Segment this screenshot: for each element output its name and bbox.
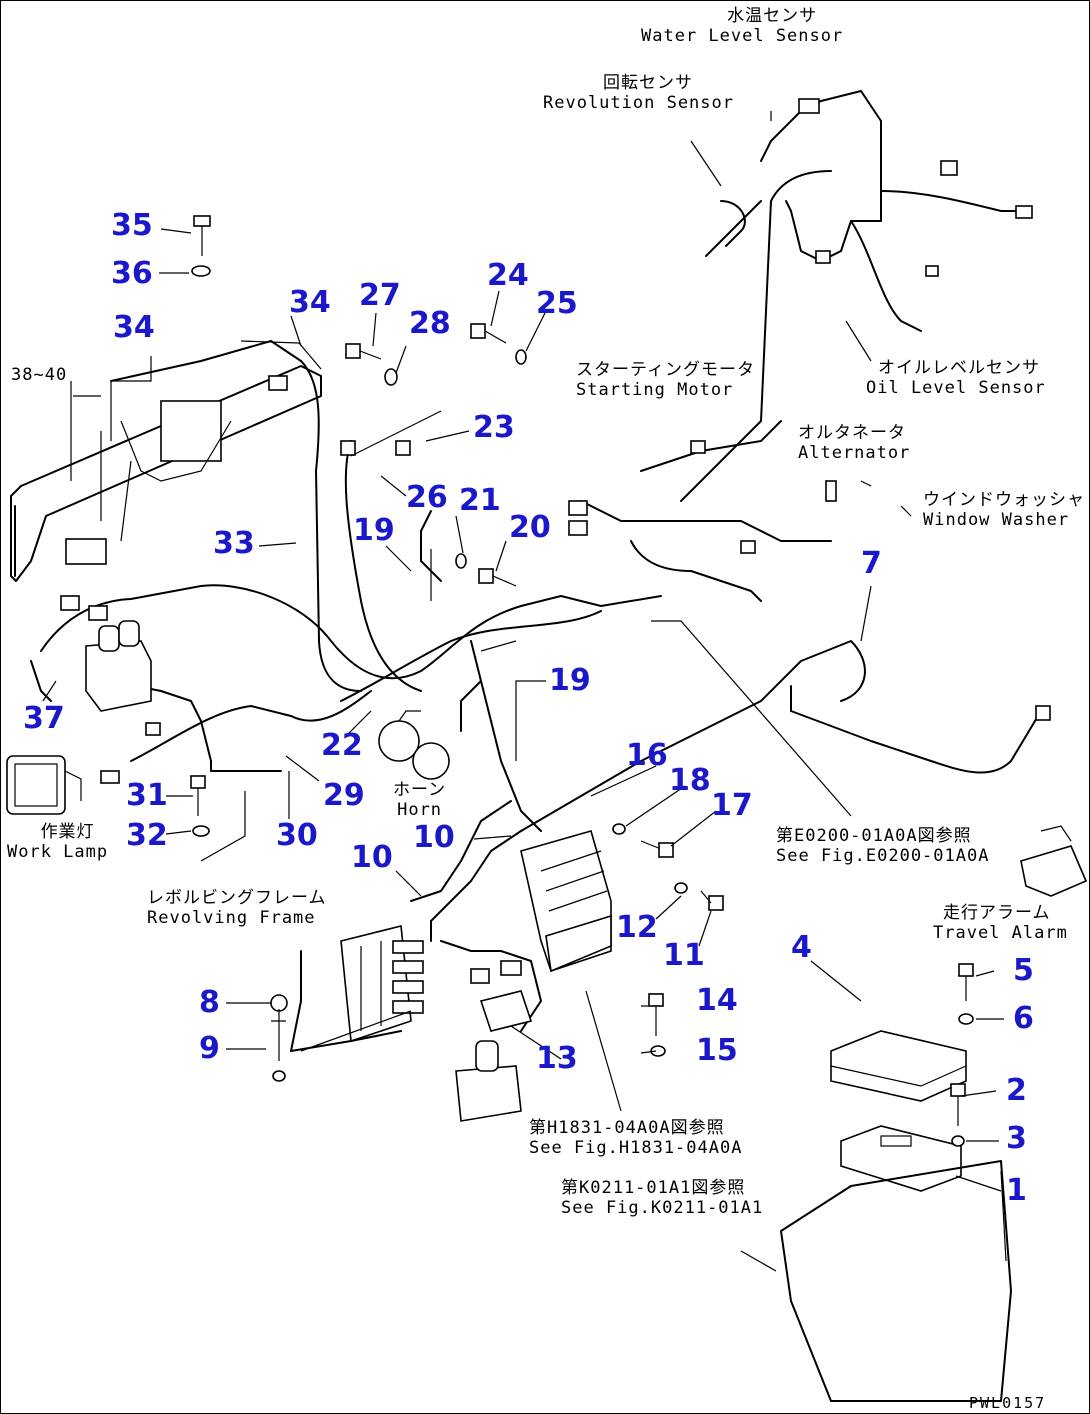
callout-33: 33 [213,526,255,561]
label-revolution-sensor: 回転センサ Revolution Sensor [543,73,734,113]
callout-1: 1 [1006,1173,1027,1208]
fuse-box-drawing [300,925,424,1052]
valve-block-drawing [520,830,612,973]
callout-4: 4 [791,930,812,965]
callout-26: 26 [406,480,448,515]
callout-18: 18 [669,763,711,798]
label-alternator: オルタネータ Alternator [798,423,911,463]
callout-24: 24 [487,258,529,293]
controllers-drawing [830,1030,967,1192]
horn-drawing [378,710,450,780]
label-range-38-40: 38~40 [11,365,68,385]
callout-3: 3 [1006,1121,1027,1156]
callout-36: 36 [111,256,153,291]
callout-9: 9 [199,1031,220,1066]
callout-29: 29 [323,778,365,813]
bolts-washers [190,215,974,1147]
callout-7: 7 [861,546,882,581]
callout-21: 21 [459,483,501,518]
label-revolving-frame: レボルビングフレーム Revolving Frame [147,888,327,928]
callout-13: 13 [536,1041,578,1076]
callout-22: 22 [321,728,363,763]
callout-20: 20 [509,510,551,545]
callout-6: 6 [1013,1001,1034,1036]
label-work-lamp: 作業灯 Work Lamp [7,822,109,862]
callout-28: 28 [409,306,451,341]
work-lamp-drawing [6,755,82,815]
callout-8: 8 [199,985,220,1020]
callout-5: 5 [1013,953,1034,988]
callout-37: 37 [23,701,65,736]
callout-12: 12 [616,910,658,945]
label-see-e0200: 第E0200-01A0A図参照 See Fig.E0200-01A0A [776,826,990,866]
callout-2: 2 [1006,1073,1027,1108]
callout-27: 27 [359,278,401,313]
cab-cover-drawing [780,1160,1012,1402]
callout-19: 19 [549,663,591,698]
label-water-level-sensor: 水温センサ Water Level Sensor [641,6,844,46]
callout-15: 15 [696,1033,738,1068]
relay-blocks [85,620,533,1122]
callout-34: 34 [289,285,331,320]
label-starting-motor: スターティングモータ Starting Motor [576,360,755,400]
callout-16: 16 [626,738,668,773]
leader-lines [42,111,1004,1272]
callout-23: 23 [473,410,515,445]
callout-10: 10 [413,820,455,855]
callout-35: 35 [111,208,153,243]
travel-alarm-drawing [1020,825,1088,897]
callout-17: 17 [711,788,753,823]
connectors [60,98,1051,984]
callout-11: 11 [663,938,705,973]
drawing-code: PWL0157 [969,1394,1047,1412]
label-see-k0211: 第K0211-01A1図参照 See Fig.K0211-01A1 [561,1178,764,1218]
callout-10: 10 [351,840,393,875]
left-console-frame [10,340,322,582]
callout-32: 32 [126,818,168,853]
label-horn: ホーン Horn [393,780,447,820]
callout-30: 30 [276,818,318,853]
callout-25: 25 [536,286,578,321]
callout-19: 19 [353,513,395,548]
label-window-washer: ウインドウォッシャ Window Washer [923,490,1085,530]
callout-14: 14 [696,983,738,1018]
callout-34: 34 [113,310,155,345]
callout-31: 31 [126,778,168,813]
label-travel-alarm: 走行アラーム Travel Alarm [933,903,1068,943]
label-oil-level-sensor: オイルレベルセンサ Oil Level Sensor [866,358,1046,398]
label-see-h1831: 第H1831-04A0A図参照 See Fig.H1831-04A0A [529,1118,743,1158]
